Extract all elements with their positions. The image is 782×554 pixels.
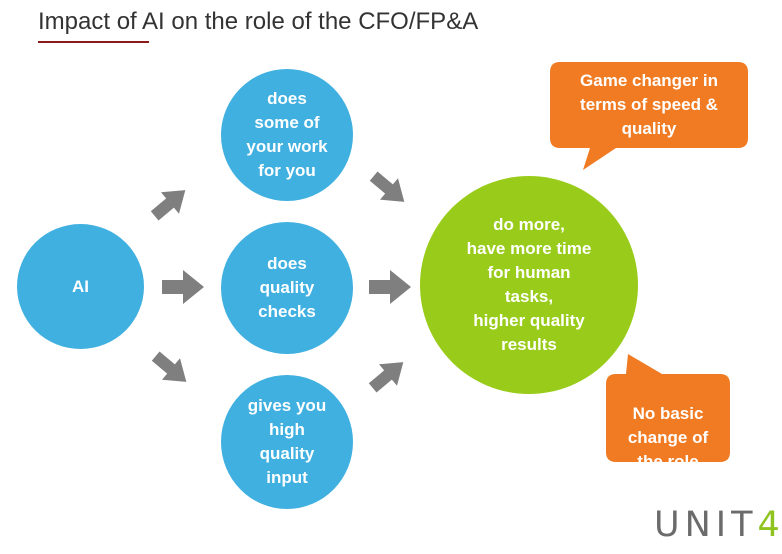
arrow-bottom-to-result [368,362,404,393]
arrow-ai-to-bottom [151,351,187,382]
title-underline [38,41,149,43]
logo-accent: 4 [757,505,782,545]
arrow-ai-to-middle [162,270,204,304]
logo-text: UNIT [654,505,758,545]
callout-game-changer-text: Game changer in terms of speed & quality [580,71,718,138]
arrow-top-to-result [369,171,405,202]
callout-no-basic-change-text: No basic change of the role [627,404,709,471]
callout-game-changer: Game changer in terms of speed & quality [550,62,748,170]
arrow-middle-to-result [369,270,411,304]
node-high-quality-input: gives you high quality input [221,375,353,509]
node-quality-checks-label: does quality checks [258,254,316,321]
result-node: do more, have more time for human tasks,… [420,176,638,394]
ai-node-label: AI [72,276,89,296]
node-high-quality-input-label: gives you high quality input [247,396,327,487]
unit4-logo: UNIT4 [654,505,782,545]
node-quality-checks: does quality checks [221,222,353,354]
ai-node: AI [17,224,144,349]
node-does-some-work: does some of your work for you [221,69,353,201]
page-title: Impact of AI on the role of the CFO/FP&A [38,8,479,35]
node-does-some-work-label: does some of your work for you [246,89,328,180]
callout-no-basic-change: No basic change of the role [606,354,730,482]
arrow-ai-to-top [150,190,186,221]
result-node-label: do more, have more time for human tasks,… [466,215,592,354]
